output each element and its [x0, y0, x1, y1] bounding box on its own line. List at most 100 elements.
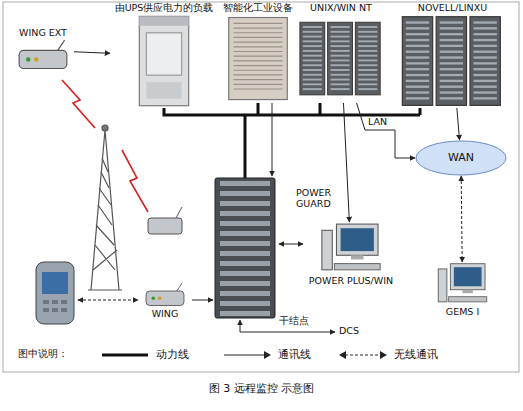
shape-part [233, 46, 282, 47]
wing-ext-device: WING EXT [12, 28, 74, 73]
shape-part [58, 40, 65, 50]
wireless-bolt [122, 150, 148, 212]
shape-part [358, 45, 377, 47]
shape-part [358, 83, 377, 85]
device-illustration [305, 222, 397, 276]
node-label: GEMS I [446, 307, 479, 318]
shape-part [303, 64, 322, 66]
industrial-equipment: 智能化工业设备 [222, 3, 294, 103]
shape-part [91, 130, 119, 290]
shape-part [330, 64, 349, 66]
shape-part [330, 26, 349, 28]
shape-part [177, 283, 182, 291]
shape-part [233, 84, 282, 85]
shape-part [303, 36, 322, 38]
device-illustration [110, 14, 218, 108]
device-illustration [400, 14, 505, 108]
device-illustration [12, 39, 74, 73]
shape-part [474, 21, 497, 23]
shape-part [19, 50, 67, 68]
shape-part [330, 69, 349, 71]
shape-part [454, 267, 482, 286]
shape-part [406, 68, 429, 70]
wing-device: WING [140, 282, 190, 320]
shape-part [358, 55, 377, 57]
shape-part [449, 297, 487, 302]
shape-part [146, 82, 181, 98]
shape-part [158, 296, 162, 300]
shape-part [303, 50, 322, 52]
shape-part [474, 62, 497, 64]
shape-part [26, 57, 31, 62]
node-label: 智能化工业设备 [223, 3, 293, 14]
shape-part [233, 37, 282, 38]
shape-part [233, 74, 282, 75]
shape-part [328, 22, 353, 95]
shape-part [474, 74, 497, 76]
figure-caption: 图 3 远程监控 示意图 [0, 381, 523, 396]
node-label: NOVELL/LINXU [418, 3, 487, 14]
shape-part [358, 64, 377, 66]
comm-connector [74, 52, 110, 53]
shape-part [406, 27, 429, 29]
shape-part [440, 91, 463, 93]
shape-part [358, 88, 377, 90]
shape-part [406, 97, 429, 99]
shape-part [34, 57, 39, 62]
shape-part [303, 79, 322, 81]
shape-part [330, 74, 349, 76]
shape-part [233, 65, 282, 66]
shape-part [300, 22, 325, 95]
shape-part [358, 69, 377, 71]
node-label: POWER PLUS/WIN [309, 276, 393, 287]
shape-part [474, 85, 497, 87]
comm-line [279, 244, 303, 245]
shape-part [438, 269, 447, 302]
shape-part [474, 56, 497, 58]
shape-part [345, 355, 381, 356]
shape-part [406, 62, 429, 64]
shape-part [233, 60, 282, 61]
shape-part [440, 68, 463, 70]
mobile-phone [36, 262, 74, 324]
shape-part [436, 17, 466, 106]
node-label: UNIX/WIN NT [310, 3, 372, 14]
server-rack: NOVELL/LINXU [400, 3, 505, 108]
shape-part [52, 300, 58, 304]
device-illustration [140, 282, 190, 309]
ellipse-outline [416, 141, 506, 175]
shape-part [330, 79, 349, 81]
shape-part [406, 39, 429, 41]
shape-part [233, 32, 282, 33]
monitor-pc: POWER PLUS/WIN [305, 222, 397, 287]
shape-part [339, 351, 387, 359]
shape-part [470, 17, 500, 106]
shape-part [233, 23, 282, 24]
shape-part [358, 59, 377, 61]
server-rack: UNIX/WIN NT [298, 3, 384, 103]
shape-part [341, 228, 374, 251]
shape-part [450, 264, 485, 290]
phone-keys [43, 300, 67, 312]
shape-part [474, 50, 497, 52]
shape-part [43, 300, 49, 304]
shape-part [303, 40, 322, 42]
shape-part [358, 79, 377, 81]
shape-part [440, 97, 463, 99]
comm-connector [357, 103, 415, 158]
shape-part [406, 21, 429, 23]
shape-part [233, 70, 282, 71]
shape-part [440, 56, 463, 58]
shape-part [474, 68, 497, 70]
shape-part [139, 16, 188, 25]
shape-part [88, 289, 122, 290]
annotation-label: 干结点 [279, 316, 329, 327]
shape-part [102, 125, 108, 131]
node-label: WING [152, 309, 179, 320]
shape-part [358, 74, 377, 76]
shape-part [303, 26, 322, 28]
shape-part [474, 27, 497, 29]
shape-part [351, 255, 363, 259]
